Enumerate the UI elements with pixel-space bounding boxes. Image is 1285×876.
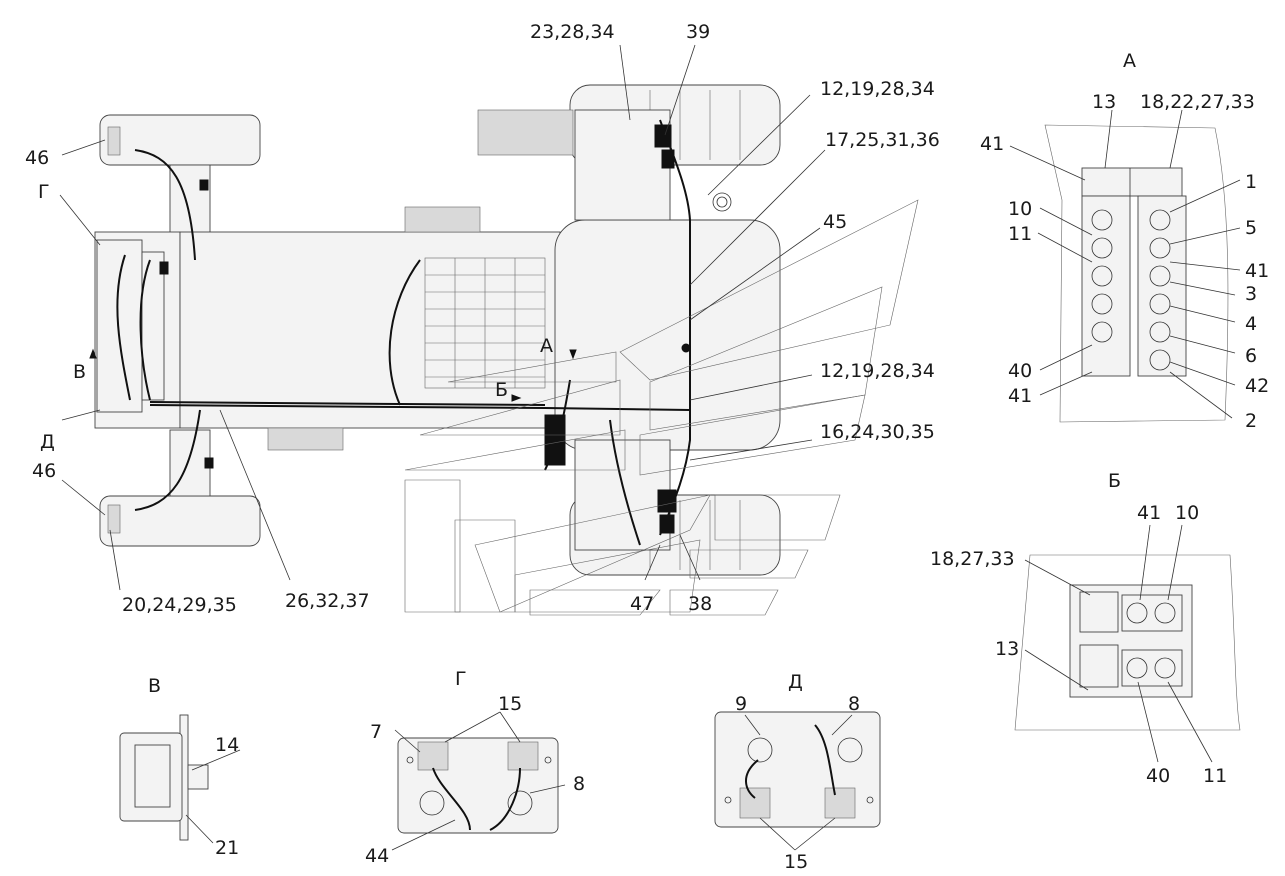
callout-45: 45: [823, 211, 847, 233]
view-a-label-6: 6: [1245, 345, 1257, 367]
callout-12-19-28-34-top: 12,19,28,34: [820, 78, 935, 100]
detail-view-g: Г 15 7 8 44: [365, 668, 585, 867]
callout-12-19-28-34-mid: 12,19,28,34: [820, 360, 935, 382]
view-a-label-41-right: 41: [1245, 260, 1269, 282]
view-b-title: Б: [1108, 470, 1121, 492]
callout-46-bottom: 46: [32, 460, 56, 482]
view-g-title: Г: [455, 668, 467, 690]
callout-46-top: 46: [25, 147, 49, 169]
view-a-label-11: 11: [1008, 223, 1032, 245]
callout-39: 39: [686, 21, 710, 43]
view-a-label-3: 3: [1245, 283, 1257, 305]
view-a-label-41-bottom: 41: [1008, 385, 1032, 407]
view-g-label-15: 15: [498, 693, 522, 715]
view-b-label-18-27-33: 18,27,33: [930, 548, 1015, 570]
view-g-label-44: 44: [365, 845, 389, 867]
view-a-label-2: 2: [1245, 410, 1257, 432]
view-a-label-1: 1: [1245, 171, 1257, 193]
view-a-label-10: 10: [1008, 198, 1032, 220]
view-a-label-40: 40: [1008, 360, 1032, 382]
view-g-label-8: 8: [573, 773, 585, 795]
detail-view-v: В 14 21: [119, 675, 241, 859]
callout-17-25-31-36: 17,25,31,36: [825, 129, 940, 151]
view-a-label-4: 4: [1245, 313, 1257, 335]
view-b-label-13: 13: [995, 638, 1019, 660]
view-v-title: В: [148, 675, 161, 697]
callout-view-v-marker: В: [73, 361, 86, 383]
view-d-label-9: 9: [735, 693, 747, 715]
callout-view-b-marker: Б: [495, 379, 508, 401]
view-a-label-18-22-27-33: 18,22,27,33: [1140, 91, 1255, 113]
callout-26-32-37: 26,32,37: [285, 590, 370, 612]
detail-view-d: Д 9 8 15: [714, 671, 881, 873]
detail-view-b: Б 41 10 18,27,33 13 40 11: [930, 470, 1241, 787]
view-a-label-13: 13: [1092, 91, 1116, 113]
callout-23-28-34: 23,28,34: [530, 21, 615, 43]
view-d-label-15: 15: [784, 851, 808, 873]
view-v-label-14: 14: [215, 734, 239, 756]
view-b-label-10: 10: [1175, 502, 1199, 524]
callout-38: 38: [688, 593, 712, 615]
view-a-title: А: [1123, 50, 1136, 72]
tractor-plan-view: 23,28,34 39 12,19,28,34 17,25,31,36 45 4…: [25, 21, 940, 616]
callout-view-d-marker: Д: [40, 431, 55, 453]
view-a-label-42: 42: [1245, 375, 1269, 397]
callout-16-24-30-35: 16,24,30,35: [820, 421, 935, 443]
view-v-label-21: 21: [215, 837, 239, 859]
view-a-label-41-top: 41: [980, 133, 1004, 155]
view-b-label-11: 11: [1203, 765, 1227, 787]
callout-47: 47: [630, 593, 654, 615]
view-b-label-40: 40: [1146, 765, 1170, 787]
view-d-title: Д: [788, 671, 803, 693]
callout-20-24-29-35: 20,24,29,35: [122, 594, 237, 616]
view-b-label-41: 41: [1137, 502, 1161, 524]
view-d-label-8: 8: [848, 693, 860, 715]
callout-view-a-marker: А: [540, 335, 553, 357]
view-a-label-5: 5: [1245, 217, 1257, 239]
view-g-label-7: 7: [370, 721, 382, 743]
callout-view-g-marker: Г: [38, 181, 50, 203]
detail-view-a: А 13 18,22,27,33 41 1 10 11 5 41 3 4 6 4…: [980, 50, 1269, 432]
